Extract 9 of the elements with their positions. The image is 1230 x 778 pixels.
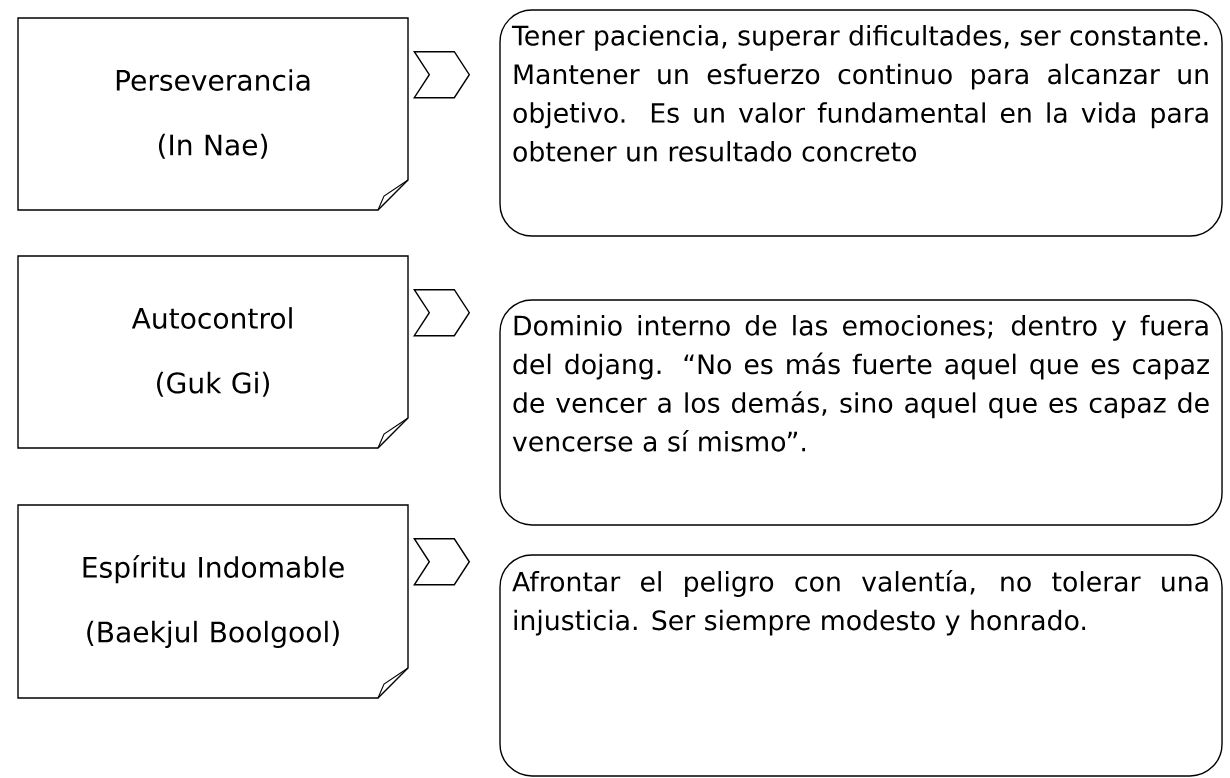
chevron-arrow	[413, 51, 471, 99]
description-box: Tener paciencia, superar dificultades, ser constante. Mantener un esfuerzo continuo para alcanzar un objetivo. Es un valor fundamental en la vida para obtener un resultado concreto	[499, 9, 1223, 237]
description-box: Dominio interno de las emociones; dentro y fuera del dojang. “No es más fuerte aquel que es capaz de vencer a los demás, sino aquel que es capaz de vencerse a sí mismo”.	[499, 299, 1223, 526]
chevron-arrow	[413, 289, 471, 337]
description-box: Afrontar el peligro con valentía, no tolerar una injusticia. Ser siempre modesto y honrado.	[499, 554, 1223, 777]
chevron-arrow	[413, 538, 471, 586]
note-box: Perseverancia (In Nae)	[17, 17, 409, 211]
note-box: Autocontrol (Guk Gi)	[17, 255, 409, 449]
note-box: Espíritu Indomable (Baekjul Boolgool)	[17, 504, 409, 699]
